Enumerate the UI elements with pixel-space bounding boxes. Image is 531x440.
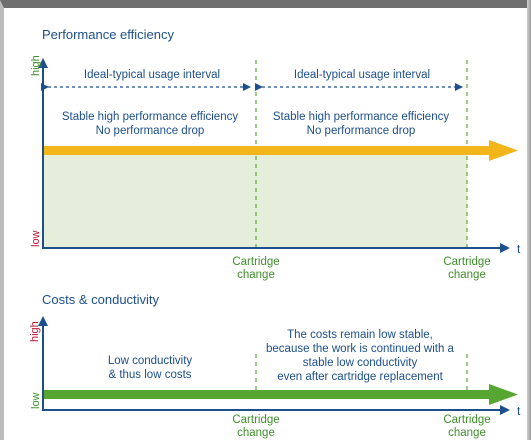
- note-right-line3: stable low conductivity: [302, 357, 418, 369]
- costs-title: Costs & conductivity: [42, 292, 160, 307]
- desc-1-line2: No performance drop: [95, 125, 205, 137]
- bottom-change-1-line1: Cartridge: [232, 414, 280, 426]
- top-x-axis-label: t: [517, 242, 521, 256]
- desc-2-line2: No performance drop: [306, 125, 416, 137]
- top-change-1-line1: Cartridge: [232, 256, 280, 268]
- cost-bar: [43, 390, 493, 399]
- note-left-line1: Low conductivity: [107, 355, 193, 367]
- bottom-y-low-label: low: [30, 392, 42, 409]
- note-left-line2: & thus low costs: [108, 369, 192, 381]
- performance-title: Performance efficiency: [42, 27, 174, 42]
- interval-label-2: Ideal-typical usage interval: [293, 69, 431, 81]
- top-y-high-label: high: [30, 55, 42, 76]
- interval-label-1: Ideal-typical usage interval: [83, 69, 221, 81]
- desc-1-line1: Stable high performance efficiency: [61, 111, 239, 123]
- bottom-change-2-line2: change: [448, 427, 486, 439]
- note-right-line4: even after cartridge replacement: [277, 371, 443, 383]
- top-change-1-line2: change: [237, 269, 275, 281]
- performance-arrowhead: [489, 140, 518, 161]
- desc-2-line1: Stable high performance efficiency: [272, 111, 450, 123]
- cost-arrowhead: [489, 384, 518, 405]
- note-right-line2: because the work is continued with a: [266, 343, 454, 355]
- bottom-y-high-label: high: [29, 321, 41, 342]
- window-edge: [527, 0, 531, 440]
- top-change-2-line2: change: [448, 269, 486, 281]
- top-y-low-label: low: [30, 230, 42, 247]
- bottom-change-2-line1: Cartridge: [443, 414, 491, 426]
- top-change-2-line1: Cartridge: [443, 256, 491, 268]
- bottom-change-1-line2: change: [237, 427, 275, 439]
- performance-bar: [43, 146, 493, 155]
- bottom-x-axis-label: t: [517, 404, 521, 418]
- note-right-line1: The costs remain low stable,: [287, 329, 433, 341]
- performance-fill-area: [43, 151, 467, 247]
